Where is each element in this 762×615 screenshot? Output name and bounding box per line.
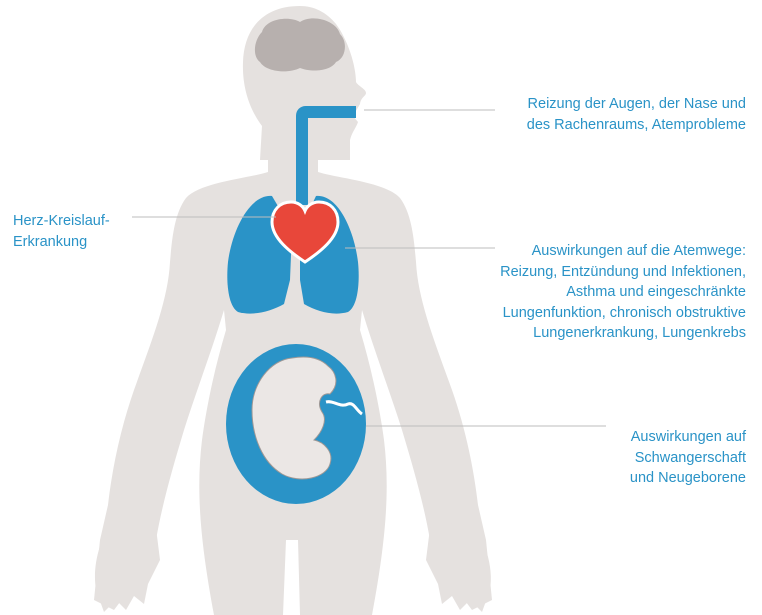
label-line: des Rachenraums, Atemprobleme — [527, 115, 746, 136]
label-line: Herz-Kreislauf- — [13, 211, 110, 232]
label-airways: Auswirkungen auf die Atemwege: Reizung, … — [500, 241, 746, 344]
label-pregnancy: Auswirkungen auf Schwangerschaft und Neu… — [630, 427, 746, 489]
label-eyes-irritation: Reizung der Augen, der Nase und des Rach… — [527, 94, 746, 135]
label-line: und Neugeborene — [630, 468, 746, 489]
label-line: Asthma und eingeschränkte — [500, 282, 746, 303]
label-line: Schwangerschaft — [630, 448, 746, 469]
label-line: Auswirkungen auf die Atemwege: — [500, 241, 746, 262]
label-line: Auswirkungen auf — [630, 427, 746, 448]
human-body-silhouette — [94, 6, 492, 615]
label-line: Lungenfunktion, chronisch obstruktive — [500, 303, 746, 324]
label-line: Lungenerkrankung, Lungenkrebs — [500, 323, 746, 344]
label-cardiovascular: Herz-Kreislauf- Erkrankung — [13, 211, 110, 252]
label-line: Reizung der Augen, der Nase und — [527, 94, 746, 115]
label-line: Reizung, Entzündung und Infektionen, — [500, 262, 746, 283]
brain-icon — [255, 18, 345, 71]
label-line: Erkrankung — [13, 232, 110, 253]
